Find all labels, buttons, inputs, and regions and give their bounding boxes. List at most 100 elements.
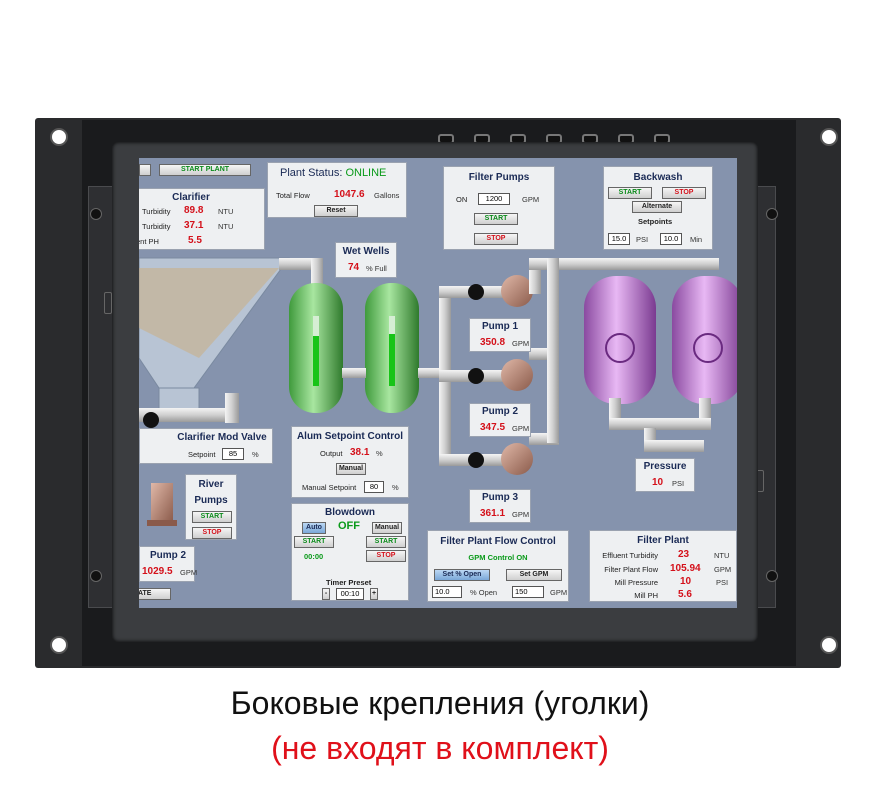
river-pumps-start-button[interactable]: START bbox=[192, 511, 232, 523]
backwash-psi-input[interactable]: 15.0 bbox=[608, 233, 630, 245]
clarifier-mod-valve-title: Clarifier Mod Valve bbox=[177, 432, 267, 443]
mount-hole-icon bbox=[820, 128, 838, 146]
backwash-psi-unit: PSI bbox=[636, 235, 649, 244]
alum-manual-setpoint-unit: % bbox=[392, 483, 399, 492]
clarifier-row-value: 5.5 bbox=[188, 235, 202, 246]
filter-pumps-gpm-input[interactable]: 1200 bbox=[478, 193, 510, 205]
backwash-setpoints-label: Setpoints bbox=[638, 217, 673, 226]
wet-wells-unit: % Full bbox=[366, 264, 387, 273]
blowdown-start-left-button[interactable]: START bbox=[294, 536, 334, 548]
total-flow-unit: Gallons bbox=[374, 191, 400, 200]
start-plant-button[interactable]: START PLANT bbox=[159, 164, 251, 176]
filter-plant-row-label: Effluent Turbidity bbox=[602, 551, 658, 560]
river-pump-2-title: Pump 2 bbox=[149, 550, 187, 561]
clarifier-row-unit: NTU bbox=[218, 207, 234, 216]
backwash-start-button[interactable]: START bbox=[608, 187, 652, 199]
filter-flow-panel: Filter Plant Flow Control GPM Control ON… bbox=[427, 530, 569, 602]
pump-1-value: 350.8 bbox=[480, 337, 506, 348]
blowdown-time: 00:00 bbox=[304, 552, 324, 561]
pump-2-title: Pump 2 bbox=[481, 406, 519, 417]
filter-plant-row-value: 105.94 bbox=[670, 563, 701, 574]
total-flow-label: Total Flow bbox=[276, 191, 310, 200]
clarifier-row-label: ent PH bbox=[139, 237, 159, 246]
filter-plant-title: Filter Plant bbox=[637, 535, 689, 546]
wet-wells-value: 74 bbox=[348, 262, 360, 273]
clarifier-row-unit: NTU bbox=[218, 222, 234, 231]
alum-manual-button[interactable]: Manual bbox=[336, 463, 366, 475]
caption-line-1: Боковые крепления (уголки) bbox=[230, 685, 650, 721]
backwash-alternate-button[interactable]: Alternate bbox=[632, 201, 682, 213]
filter-plant-row-unit: NTU bbox=[714, 551, 730, 560]
pump-3-title: Pump 3 bbox=[481, 492, 519, 503]
filter-pumps-title: Filter Pumps bbox=[468, 172, 530, 183]
plant-status-panel: Plant Status: ONLINE Total Flow 1047.6 G… bbox=[267, 162, 407, 218]
clarifier-setpoint-input[interactable]: 85 bbox=[222, 448, 244, 460]
alum-setpoint-panel: Alum Setpoint Control Output 38.1 % Manu… bbox=[291, 426, 409, 498]
timer-preset-label: Timer Preset bbox=[326, 578, 372, 587]
stop-plant-button[interactable] bbox=[139, 164, 151, 176]
pressure-value: 10 bbox=[652, 477, 664, 488]
blowdown-manual-button[interactable]: Manual bbox=[372, 522, 402, 534]
filter-plant-row-label: Mill Pressure bbox=[614, 578, 658, 587]
pump-2-panel: Pump 2 347.5 GPM bbox=[469, 403, 531, 437]
set-gpm-button[interactable]: Set GPM bbox=[506, 569, 562, 581]
pct-open-input[interactable]: 10.0 bbox=[432, 586, 462, 598]
blowdown-stop-button[interactable]: STOP bbox=[366, 550, 406, 562]
pump-1-panel: Pump 1 350.8 GPM bbox=[469, 318, 531, 352]
caption-line-2: (не входят в комплект) bbox=[271, 730, 609, 766]
filter-pumps-stop-button[interactable]: STOP bbox=[474, 233, 518, 245]
clarifier-row-label: Turbidity bbox=[142, 207, 171, 216]
filter-plant-panel: Filter Plant Effluent Turbidity 23 NTU F… bbox=[589, 530, 737, 602]
set-pct-open-button[interactable]: Set % Open bbox=[434, 569, 490, 581]
filter-plant-row-value: 5.6 bbox=[678, 589, 692, 600]
pressure-title: Pressure bbox=[643, 461, 687, 472]
backwash-title: Backwash bbox=[633, 172, 683, 183]
flow-gpm-unit: GPM bbox=[550, 588, 568, 597]
backwash-min-input[interactable]: 10.0 bbox=[660, 233, 682, 245]
filter-pumps-start-button[interactable]: START bbox=[474, 213, 518, 225]
clarifier-row-label: Turbidity bbox=[142, 222, 171, 231]
blowdown-auto-button[interactable]: Auto bbox=[302, 522, 326, 534]
mount-hole-icon bbox=[50, 128, 68, 146]
filter-flow-title: Filter Plant Flow Control bbox=[440, 536, 556, 547]
river-pumps-title-1: River bbox=[198, 479, 224, 490]
total-flow-value: 1047.6 bbox=[334, 189, 365, 200]
wet-wells-panel: Wet Wells 74 % Full bbox=[335, 242, 397, 278]
filter-plant-row-unit: PSI bbox=[716, 578, 729, 587]
timer-increment-button[interactable]: + bbox=[370, 588, 378, 600]
clarifier-mod-valve-panel: Clarifier Mod Valve Setpoint 85 % bbox=[139, 428, 273, 464]
alum-manual-setpoint-input[interactable]: 80 bbox=[364, 481, 384, 493]
clarifier-row-value: 37.1 bbox=[184, 220, 204, 231]
river-pumps-stop-button[interactable]: STOP bbox=[192, 527, 232, 539]
wet-well-2-level bbox=[389, 316, 395, 386]
river-pump-2-unit: GPM bbox=[180, 568, 198, 577]
blowdown-title: Blowdown bbox=[325, 507, 375, 518]
pump-2-value: 347.5 bbox=[480, 422, 506, 433]
timer-preset-input[interactable]: 00:10 bbox=[336, 588, 364, 600]
clarifier-setpoint-label: Setpoint bbox=[188, 450, 216, 459]
hmi-screen: START PLANT Clarifier Turbidity 89.8 NTU… bbox=[139, 158, 737, 608]
reset-button[interactable]: Reset bbox=[314, 205, 358, 217]
pct-open-label: % Open bbox=[470, 588, 498, 597]
pump-3-panel: Pump 3 361.1 GPM bbox=[469, 489, 531, 523]
river-pump-2-value: 1029.5 bbox=[142, 566, 173, 577]
backwash-stop-button[interactable]: STOP bbox=[662, 187, 706, 199]
blowdown-start-right-button[interactable]: START bbox=[366, 536, 406, 548]
alum-output-unit: % bbox=[376, 449, 383, 458]
mount-hole-icon bbox=[50, 636, 68, 654]
screw-icon bbox=[90, 570, 102, 582]
ate-button[interactable]: ATE bbox=[139, 588, 171, 600]
timer-decrement-button[interactable]: - bbox=[322, 588, 330, 600]
plant-status-prefix: Plant Status: bbox=[280, 167, 346, 179]
alum-manual-setpoint-label: Manual Setpoint bbox=[302, 483, 357, 492]
mount-hole-icon bbox=[820, 636, 838, 654]
pressure-panel: Pressure 10 PSI bbox=[635, 458, 695, 492]
screw-icon bbox=[90, 208, 102, 220]
blowdown-panel: Blowdown Auto OFF Manual START START 00:… bbox=[291, 503, 409, 601]
clarifier-row-value: 89.8 bbox=[184, 205, 204, 216]
alum-output-label: Output bbox=[320, 449, 343, 458]
pump-3-value: 361.1 bbox=[480, 508, 506, 519]
flow-gpm-input[interactable]: 150 bbox=[512, 586, 544, 598]
filter-pumps-on-label: ON bbox=[456, 195, 468, 204]
pump-3-unit: GPM bbox=[512, 510, 530, 519]
